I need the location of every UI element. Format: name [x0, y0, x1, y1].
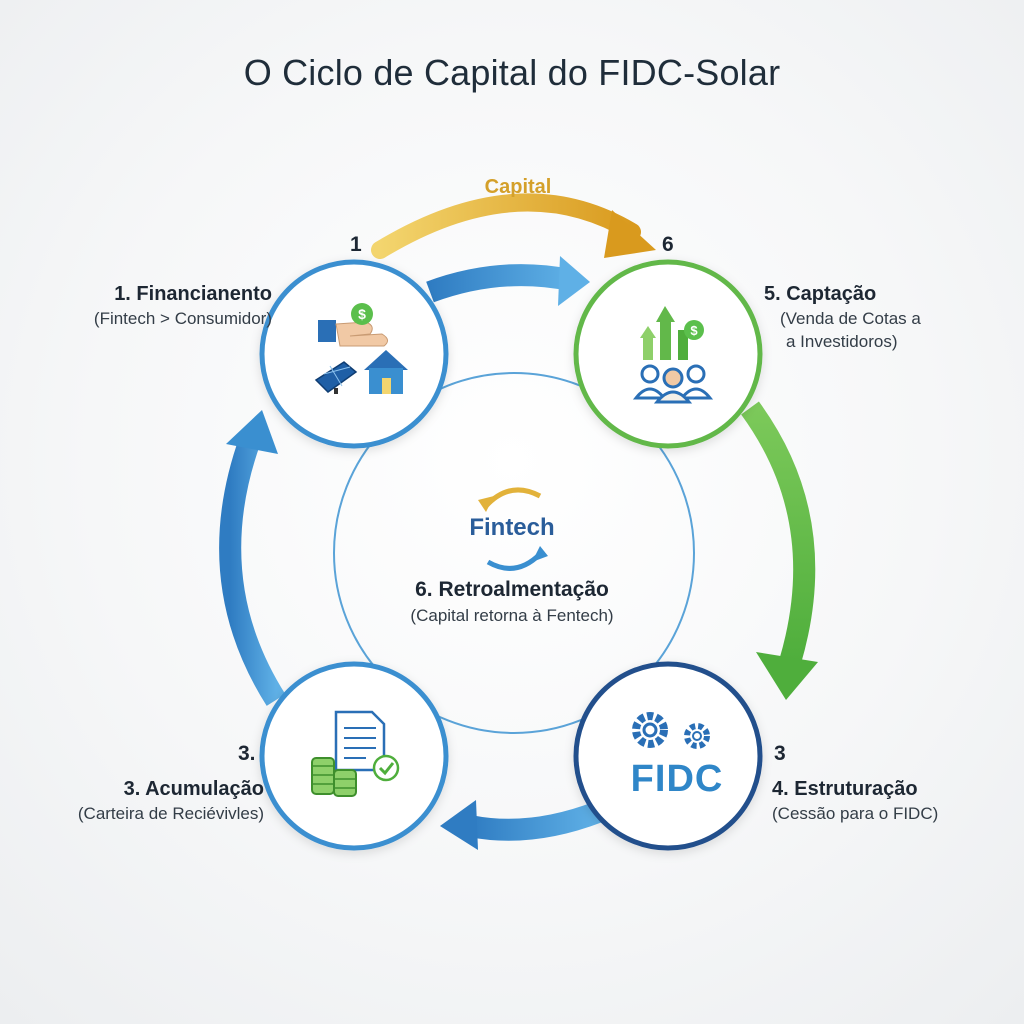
node-financiamento — [259, 259, 449, 449]
marker-top-left: 1 — [350, 233, 362, 256]
house-icon — [364, 350, 408, 394]
arrow-captacao-to-estruturacao — [741, 401, 818, 700]
arrow-financiamento-to-captacao — [426, 256, 590, 306]
arrow-estruturacao-to-acumulacao — [440, 800, 602, 850]
center-ring — [333, 372, 695, 734]
refresh-icon — [478, 487, 548, 571]
step-estruturacao-heading: 4. Estruturação — [772, 778, 918, 800]
step-financiamento-sub: (Fintech > Consumidor) — [93, 309, 272, 328]
center-feedback: 6. Retroalmentação (Capital retorna à Fe… — [342, 578, 682, 626]
capital-arrow — [371, 193, 656, 259]
page-title: O Ciclo de Capital do FIDC-Solar — [243, 52, 781, 93]
solar-panel-icon — [314, 361, 358, 394]
marker-top-right: 6 — [662, 233, 674, 256]
step-financiamento-heading: 1. Financianento — [114, 283, 272, 305]
gears-icon — [632, 712, 710, 749]
hand-coin-icon: $ — [318, 303, 388, 347]
arrow-acumulacao-to-financiamento — [219, 410, 286, 706]
document-icon — [334, 710, 386, 772]
svg-text:$: $ — [690, 323, 698, 338]
capital-label: Capital — [484, 176, 552, 198]
investors-icon — [632, 364, 714, 404]
node-estruturacao — [573, 661, 763, 851]
fidc-logo: FIDC — [630, 758, 724, 800]
step-estruturacao-sub: (Cessão para o FIDC) — [772, 804, 939, 823]
growth-chart-icon: $ — [640, 306, 704, 360]
step-captacao-label: 5. Captação (Venda de Cotas a a Investid… — [764, 283, 974, 352]
center-heading: 6. Retroalmentação — [415, 578, 609, 601]
coins-stack-icon — [311, 757, 357, 797]
step-acumulacao-heading: 3. Acumulação — [123, 778, 264, 800]
step-captacao-sub-2: a Investidoros) — [786, 332, 898, 351]
marker-bottom-right: 3 — [774, 742, 786, 765]
svg-text:$: $ — [358, 306, 366, 322]
step-captacao-heading: 5. Captação — [764, 283, 877, 305]
step-acumulacao-label: 3. Acumulação (Carteira de Reciévivles) — [64, 778, 264, 824]
marker-bottom-left: 3. — [238, 742, 256, 765]
step-captacao-sub-1: (Venda de Cotas a — [780, 309, 921, 328]
step-acumulacao-sub: (Carteira de Reciévivles) — [77, 804, 264, 823]
check-icon — [372, 754, 400, 782]
center-sub: (Capital retorna à Fentech) — [410, 606, 614, 625]
step-estruturacao-label: 4. Estruturação (Cessão para o FIDC) — [772, 778, 972, 824]
fintech-logo: Fintech — [469, 514, 555, 541]
step-financiamento-label: 1. Financianento (Fintech > Consumidor) — [72, 283, 272, 329]
